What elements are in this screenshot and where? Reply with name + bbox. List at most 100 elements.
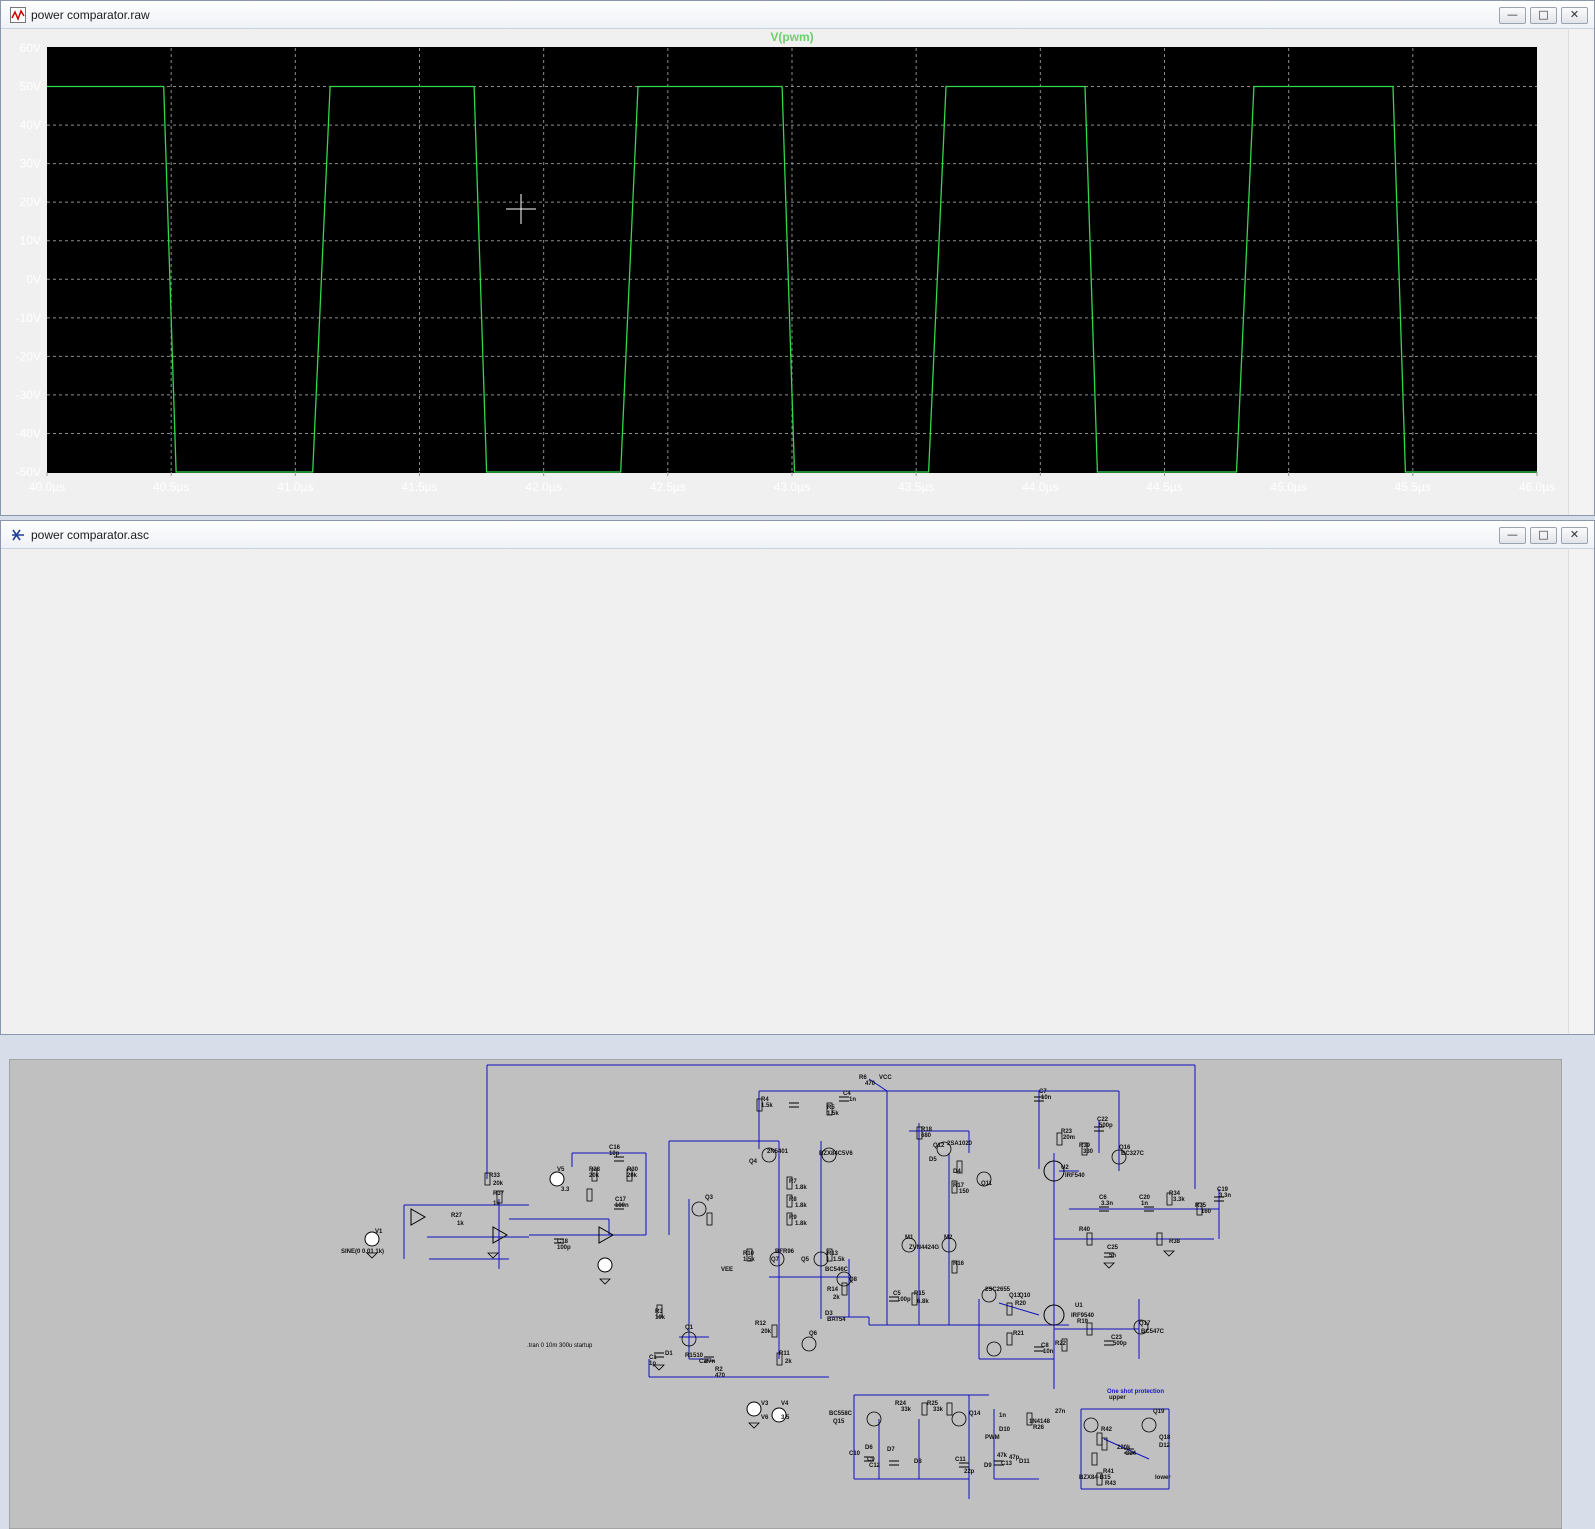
component-label: 10p: [609, 1151, 620, 1157]
component-label: Q8: [849, 1277, 858, 1283]
component-label: 500p: [1099, 1123, 1113, 1129]
x-tick-label: 45.5µs: [1395, 480, 1431, 494]
y-tick-label: -40V: [16, 426, 41, 440]
component-label: 1.8k: [795, 1203, 807, 1209]
component-label: D7: [887, 1447, 895, 1453]
component-label: D1: [665, 1351, 673, 1357]
x-tick-label: 40.5µs: [153, 480, 189, 494]
component-label: BAT54: [827, 1317, 846, 1323]
component-label: R40: [1079, 1227, 1091, 1233]
maximize-icon[interactable]: □: [1530, 7, 1557, 24]
component-label: 1k: [457, 1221, 464, 1227]
voltage-source: [549, 1171, 565, 1187]
close-icon[interactable]: ✕: [1561, 7, 1588, 24]
minimize-icon[interactable]: —: [1499, 527, 1526, 544]
component-label: D12: [1159, 1443, 1171, 1449]
component-label: U1: [1075, 1303, 1083, 1309]
component-label: BC558C: [829, 1411, 853, 1417]
component-label: D8: [914, 1459, 922, 1465]
component-label: R41: [1103, 1469, 1115, 1475]
component-label: 1p: [649, 1361, 656, 1367]
component-label: 2N5401: [767, 1149, 789, 1155]
component-label: D10: [999, 1427, 1011, 1433]
component-label: 22p: [964, 1469, 975, 1475]
y-tick-label: 0V: [26, 272, 41, 286]
x-tick-label: 46.0µs: [1519, 480, 1555, 494]
component-label: Q5: [801, 1257, 810, 1263]
component-label: R20: [1015, 1301, 1027, 1307]
schematic-window-title: power comparator.asc: [31, 528, 150, 542]
component-label: 1.5k: [827, 1111, 839, 1117]
component-label: 1n: [849, 1097, 856, 1103]
x-tick-label: 45.0µs: [1271, 480, 1307, 494]
component-label: 150: [959, 1189, 970, 1195]
schematic-window-titlebar[interactable]: power comparator.asc — □ ✕: [1, 521, 1594, 549]
component-label: C24: [1125, 1451, 1137, 1457]
waveform-window-titlebar[interactable]: power comparator.raw — □ ✕: [1, 1, 1594, 29]
component-label: R33: [489, 1173, 501, 1179]
component-label: C10: [849, 1451, 861, 1457]
component-label: 20k: [589, 1173, 600, 1179]
maximize-icon[interactable]: □: [1530, 527, 1557, 544]
component-label: Q18: [1159, 1435, 1171, 1441]
voltage-source: [597, 1257, 613, 1273]
component-label: 47k: [997, 1453, 1008, 1459]
schematic-background: [9, 1059, 1562, 1529]
component-label: 160: [1201, 1209, 1212, 1215]
component-label: BZX84C5V6: [819, 1151, 853, 1157]
waveform-scrollbar[interactable]: [1568, 29, 1592, 515]
component-label: V1: [375, 1229, 383, 1235]
component-label: R14: [827, 1287, 839, 1293]
component-label: 6.8k: [917, 1299, 929, 1305]
component-label: M2: [944, 1235, 953, 1241]
schematic-icon: [12, 529, 24, 541]
x-tick-label: 42.5µs: [650, 480, 686, 494]
component-label: 100n: [615, 1203, 629, 1209]
x-tick-label: 41.5µs: [401, 480, 437, 494]
y-tick-label: -20V: [16, 349, 41, 363]
component-label: 2SA1020: [947, 1141, 973, 1147]
minimize-icon[interactable]: —: [1499, 7, 1526, 24]
component-label: 3.3: [561, 1187, 570, 1193]
y-tick-label: 10V: [20, 234, 41, 248]
component-label: 20k: [761, 1329, 772, 1335]
component-label: Q17: [1139, 1321, 1151, 1327]
component-label: R19: [1077, 1319, 1089, 1325]
component-label: VCC: [879, 1075, 892, 1081]
component-label: D6: [865, 1445, 873, 1451]
component-label: BC546C: [825, 1267, 849, 1273]
close-icon[interactable]: ✕: [1561, 527, 1588, 544]
schematic-scrollbar[interactable]: [1568, 549, 1592, 1033]
component-label: Q3: [705, 1195, 714, 1201]
component-label: 1k: [493, 1201, 500, 1207]
component-label: 5n: [1109, 1253, 1116, 1259]
waveform-window-title: power comparator.raw: [31, 8, 150, 22]
component-label: 1n: [1141, 1201, 1148, 1207]
component-label: 3.5: [781, 1415, 790, 1421]
component-label: 33k: [901, 1407, 912, 1413]
component-label: 2k: [833, 1295, 840, 1301]
annotation-note: One shot protection: [1107, 1389, 1164, 1395]
component-label: Q10: [1019, 1293, 1031, 1299]
component-label: 20m: [1063, 1135, 1075, 1141]
component-label: R37: [493, 1191, 505, 1197]
component-label: 10n: [1043, 1349, 1054, 1355]
component-label: SINE(0 0.01 1k): [341, 1249, 384, 1255]
x-tick-label: 43.0µs: [774, 480, 810, 494]
component-label: upper: [1109, 1395, 1126, 1401]
component-label: D11: [1019, 1459, 1030, 1465]
component-label: 27n: [1055, 1409, 1066, 1415]
component-label: 1.8k: [795, 1221, 807, 1227]
schematic-canvas[interactable]: SINE(0 0.01 1k)V1R3320kR371kC1610pR2820k…: [9, 1059, 1562, 1529]
component-label: V3: [761, 1401, 769, 1407]
x-tick-label: 44.5µs: [1146, 480, 1182, 494]
y-tick-label: 20V: [20, 195, 41, 209]
component-label: 20k: [627, 1173, 638, 1179]
component-label: C11: [955, 1457, 966, 1463]
component-label: R27: [451, 1213, 463, 1219]
component-label: 470: [715, 1373, 726, 1379]
schematic-window[interactable]: power comparator.asc — □ ✕ SINE(0 0.01 1…: [0, 520, 1595, 1529]
component-label: D9: [984, 1463, 992, 1469]
